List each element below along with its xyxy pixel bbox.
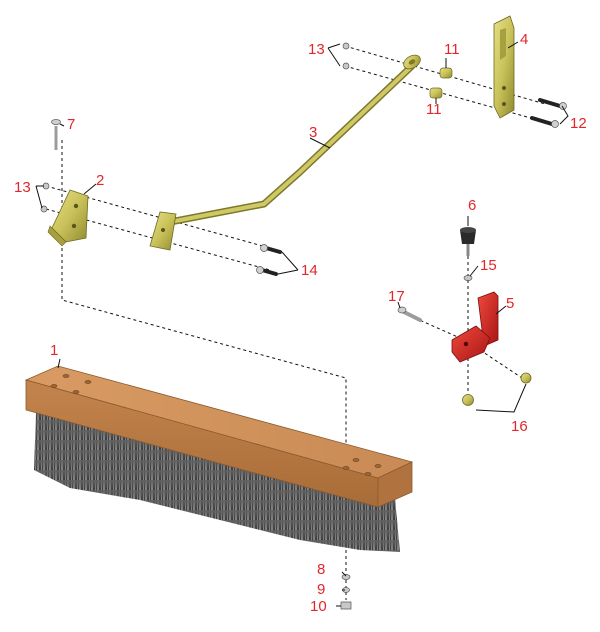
callout-part-11-lower: 11 bbox=[426, 101, 442, 118]
spacers-part-11 bbox=[429, 67, 453, 99]
knobs-part-16 bbox=[462, 372, 532, 406]
callout-part-8: 8 bbox=[317, 561, 326, 578]
bolts-part-12 bbox=[530, 98, 567, 128]
callout-part-6: 6 bbox=[468, 197, 477, 214]
top-bracket-part-4 bbox=[493, 15, 515, 119]
washers-part-13 bbox=[40, 42, 350, 213]
callout-part-3: 3 bbox=[309, 124, 318, 141]
callout-part-1: 1 bbox=[50, 342, 59, 359]
callout-part-10: 10 bbox=[310, 598, 327, 615]
handle-rod-part-3 bbox=[149, 54, 421, 251]
bracket-part-5 bbox=[451, 291, 499, 363]
callout-part-5: 5 bbox=[506, 295, 515, 312]
callout-part-16: 16 bbox=[511, 418, 528, 435]
brush-part-1 bbox=[24, 365, 414, 552]
callout-part-4: 4 bbox=[520, 31, 529, 48]
callout-part-17: 17 bbox=[388, 288, 405, 305]
hardware-parts-8-9-10 bbox=[340, 574, 352, 610]
bolts-part-14 bbox=[256, 244, 282, 276]
callout-part-12: 12 bbox=[570, 115, 587, 132]
callout-part-15: 15 bbox=[480, 257, 497, 274]
bolt-part-17 bbox=[397, 306, 422, 322]
washer-part-15 bbox=[463, 275, 473, 281]
callout-part-9: 9 bbox=[317, 581, 326, 598]
bolt-part-7 bbox=[51, 119, 61, 150]
callout-part-14: 14 bbox=[301, 262, 318, 279]
callout-part-13-lower: 13 bbox=[14, 179, 31, 196]
callout-part-7: 7 bbox=[67, 116, 76, 133]
left-bracket-part-2 bbox=[47, 189, 89, 247]
callout-leaders bbox=[35, 41, 569, 607]
callout-part-13-upper: 13 bbox=[308, 41, 325, 58]
knob-bolt-part-6 bbox=[460, 227, 476, 256]
callout-part-11-upper: 11 bbox=[444, 41, 460, 58]
callout-part-2: 2 bbox=[96, 172, 105, 189]
